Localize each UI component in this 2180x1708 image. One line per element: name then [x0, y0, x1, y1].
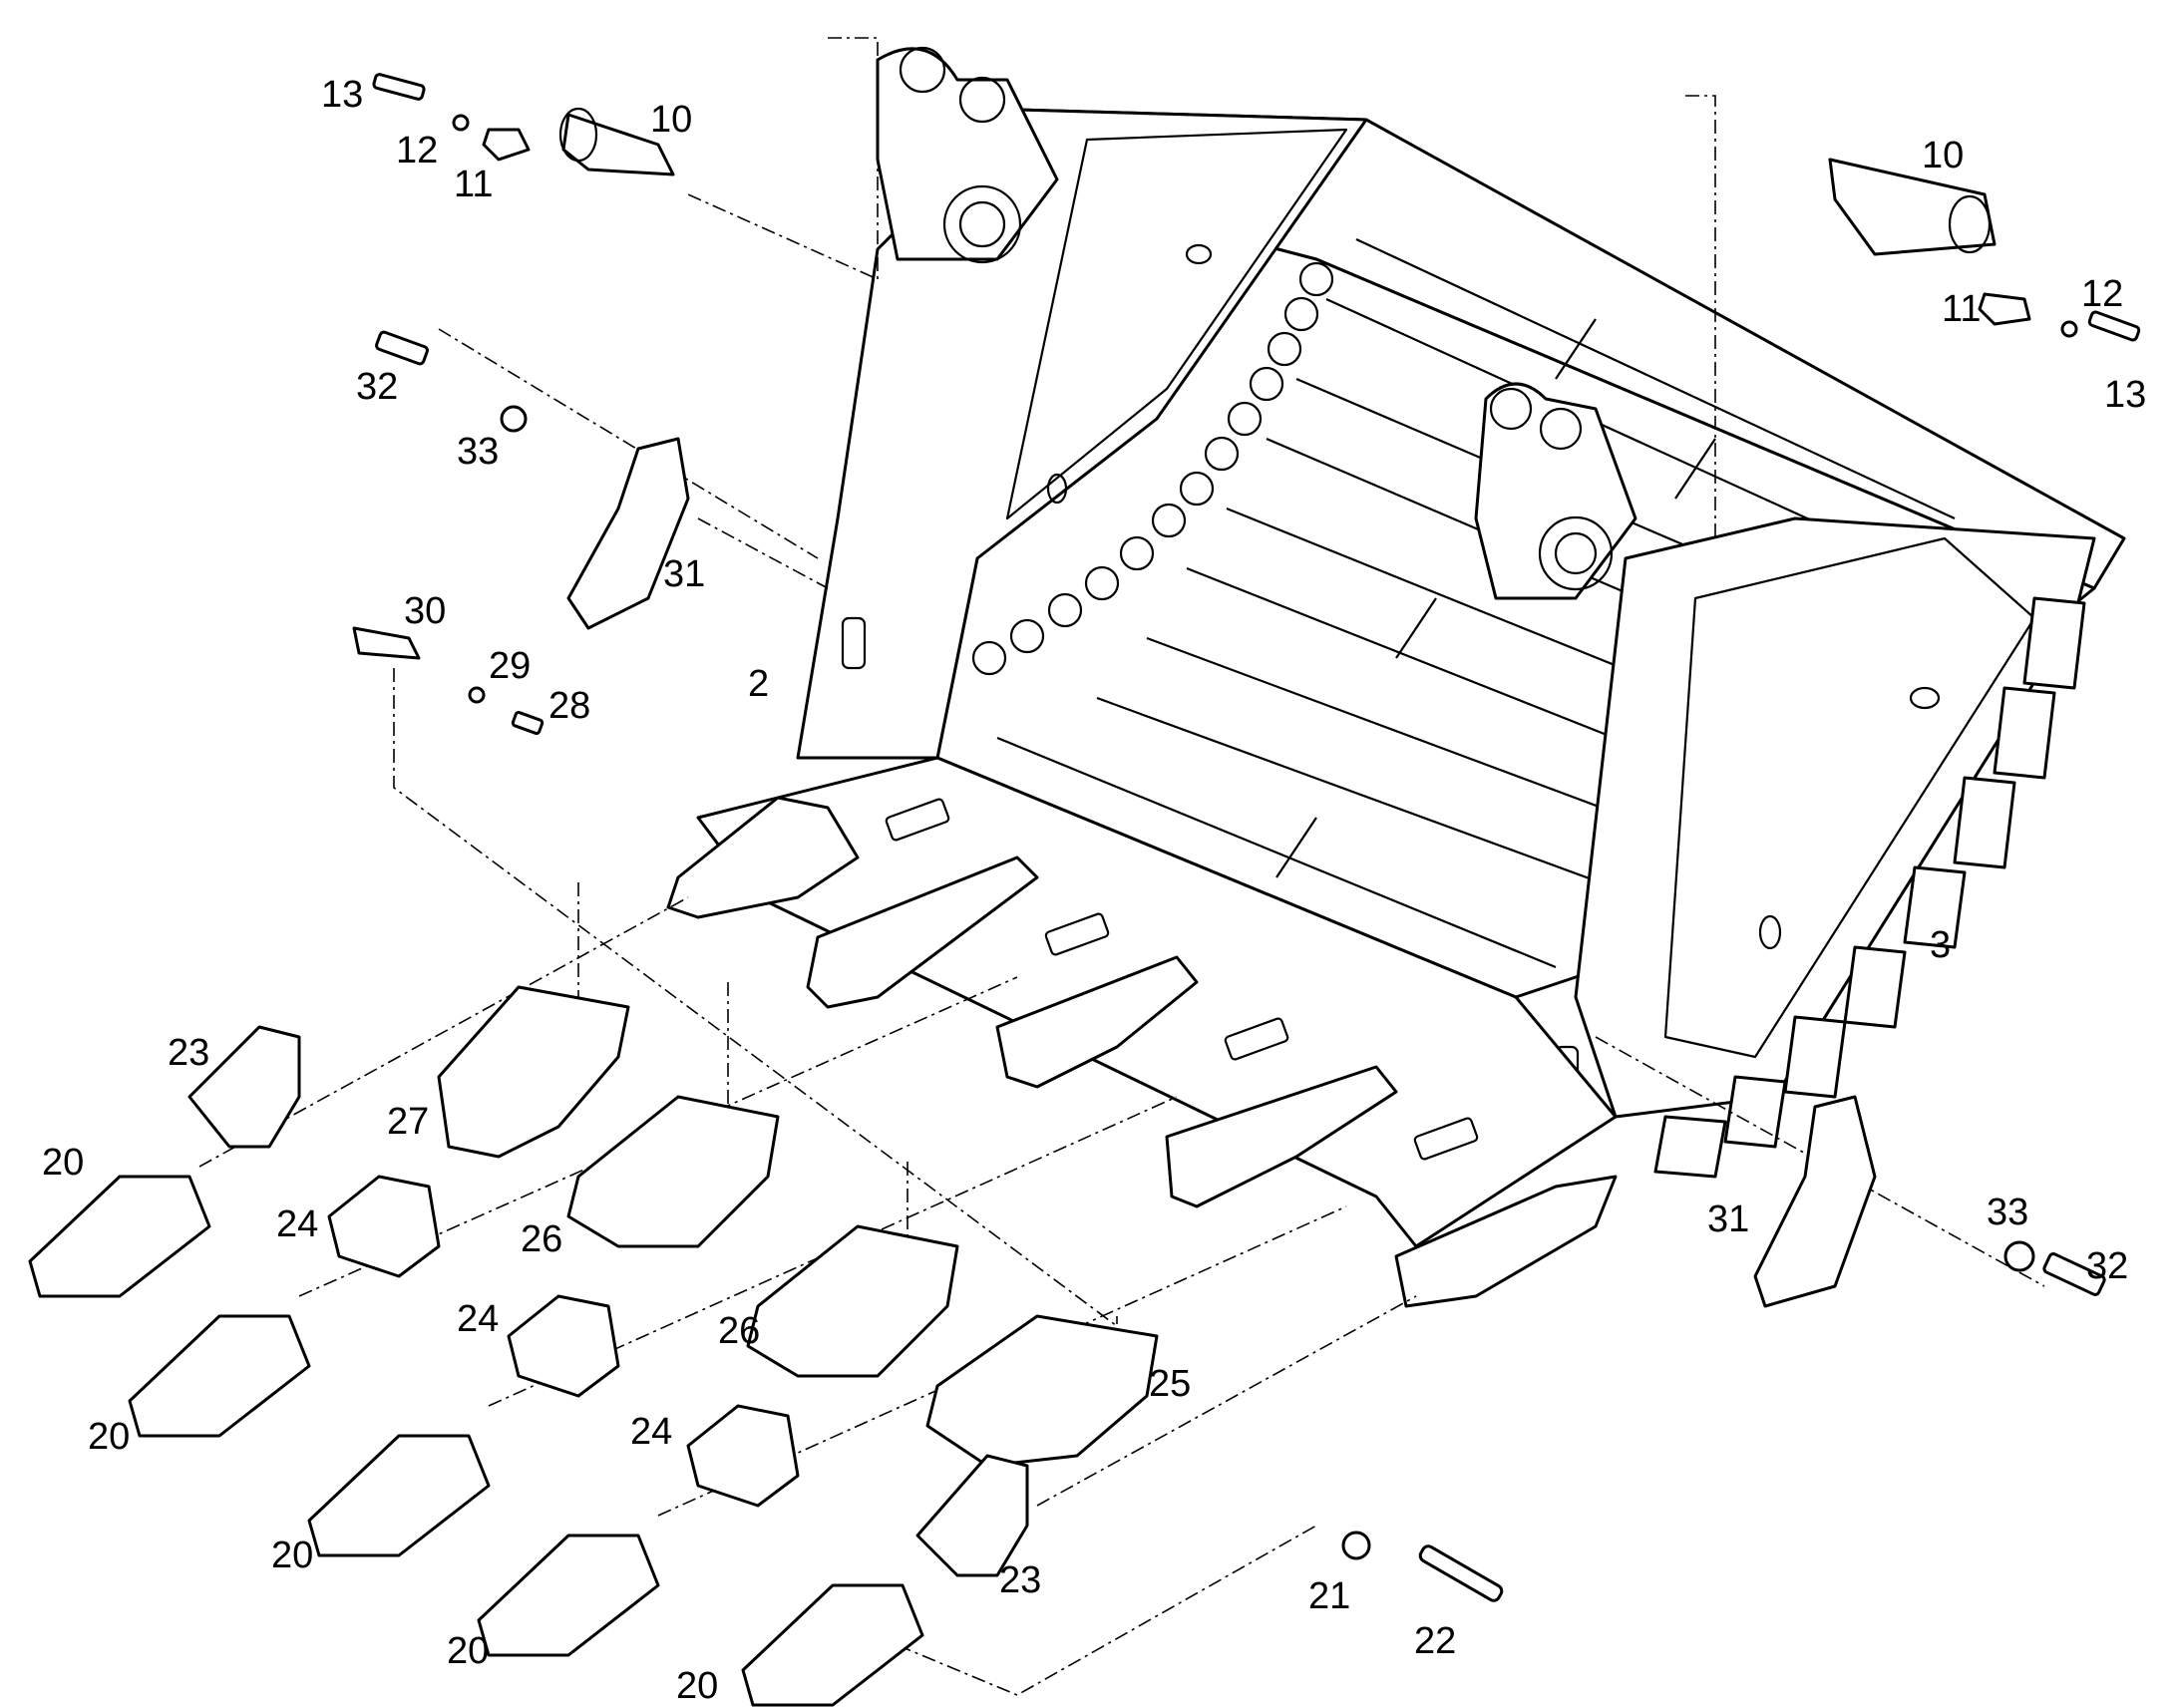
callout-11-top-left: 11	[454, 164, 493, 205]
callout-31-left: 31	[663, 553, 705, 595]
callout-20-5: 20	[676, 1665, 718, 1707]
side-wear-blocks	[1653, 596, 2086, 1179]
callout-11-top-right: 11	[1942, 288, 1981, 330]
callout-20-4: 20	[447, 1630, 489, 1672]
callout-33-right: 33	[1987, 1192, 2028, 1233]
callout-3: 3	[1930, 924, 1951, 966]
callout-26-1: 26	[521, 1218, 562, 1260]
bucket-body	[666, 46, 2126, 1308]
callout-32-right: 32	[2086, 1245, 2128, 1287]
callout-20-1: 20	[42, 1142, 84, 1184]
callout-10-top-left: 10	[650, 99, 692, 141]
callout-25: 25	[1149, 1363, 1191, 1405]
lip-shroud-slots	[885, 798, 1479, 1161]
callout-20-3: 20	[271, 1535, 313, 1576]
callout-28: 28	[548, 685, 590, 727]
callout-10-top-right: 10	[1922, 135, 1964, 176]
callout-13-top-left: 13	[321, 74, 363, 116]
callout-26-2: 26	[718, 1310, 760, 1352]
wear-button-row	[971, 261, 1334, 676]
callout-32-left: 32	[356, 366, 398, 408]
right-hinge-lug	[1474, 382, 1637, 600]
callout-2: 2	[748, 663, 769, 705]
callout-33-left: 33	[457, 431, 499, 473]
callout-30: 30	[404, 590, 446, 632]
callout-27: 27	[387, 1101, 429, 1143]
callout-24-3: 24	[630, 1411, 672, 1453]
callout-12-top-left: 12	[396, 130, 438, 171]
lip-adapters	[666, 796, 1618, 1308]
loose-parts	[28, 73, 2141, 1707]
callout-23-right: 23	[999, 1559, 1041, 1601]
callout-13-top-right: 13	[2104, 374, 2146, 416]
callout-21: 21	[1308, 1575, 1350, 1617]
callout-12-top-right: 12	[2081, 273, 2123, 315]
callout-22: 22	[1414, 1620, 1456, 1662]
callout-23-left: 23	[168, 1032, 209, 1074]
callout-labels: 13 12 11 10 10 12 11 13 32 33 31 30 29 2…	[42, 74, 2146, 1707]
callout-31-right: 31	[1707, 1198, 1749, 1240]
callout-24-2: 24	[457, 1298, 499, 1340]
callout-29: 29	[489, 645, 531, 687]
left-hinge-lug	[876, 46, 1059, 264]
callout-20-2: 20	[88, 1416, 130, 1458]
callout-24-1: 24	[276, 1203, 318, 1245]
